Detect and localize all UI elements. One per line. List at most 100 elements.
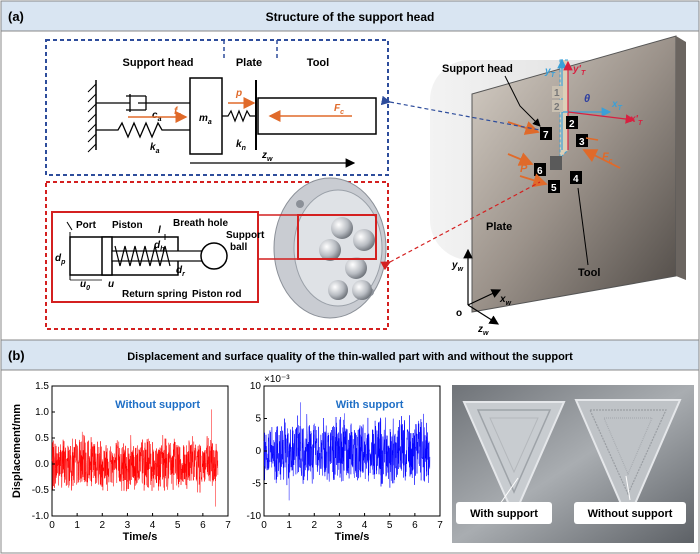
x-tick-label: 1 xyxy=(286,520,292,531)
y-tick-label: 10 xyxy=(250,381,262,392)
cylinder-connector xyxy=(380,181,541,271)
dim-dh: dh xyxy=(154,240,164,253)
x-tick-label: 4 xyxy=(362,520,368,531)
signal-trace xyxy=(51,409,219,507)
x-tick-label: 1 xyxy=(74,520,80,531)
yT-label: yT xyxy=(544,66,556,79)
ground-wall xyxy=(87,80,97,153)
model-connector xyxy=(380,95,541,131)
header-b xyxy=(0,339,700,371)
mass-label: ma xyxy=(199,113,212,126)
x-tick-label: 0 xyxy=(261,520,267,531)
marker-2b: 2 xyxy=(569,119,575,130)
support-head-leader xyxy=(504,75,541,127)
x-tick-label: 7 xyxy=(437,520,443,531)
theta-label: θ xyxy=(584,93,590,105)
xw-label: xw xyxy=(499,294,512,307)
pressure-label: p xyxy=(235,88,242,99)
marker-7: 7 xyxy=(543,130,549,141)
support-head-render xyxy=(258,177,387,319)
tool-tip xyxy=(550,156,562,170)
spring-label: ka xyxy=(150,142,160,155)
assembly-plate-label: Plate xyxy=(486,221,512,233)
series-annotation: Without support xyxy=(115,399,200,411)
x-tick-label: 5 xyxy=(175,520,181,531)
y-tick-label: 1.5 xyxy=(35,381,49,392)
tool-leader xyxy=(577,187,589,266)
x-tick-label: 6 xyxy=(412,520,418,531)
model-support-head-label: Support head xyxy=(123,57,194,69)
marker-6: 6 xyxy=(537,166,543,177)
x-tick-label: 3 xyxy=(337,520,343,531)
marker-1: 1 xyxy=(554,88,560,99)
damper-element xyxy=(96,94,190,112)
cutting-Fc-label: Fc xyxy=(602,151,613,165)
dim-u0: u0 xyxy=(80,279,90,292)
photo-without-support-label: Without support xyxy=(588,508,673,520)
x-axis-label: Time/s xyxy=(123,531,158,543)
return-spring-label: Return spring xyxy=(122,289,188,300)
xT2-axis xyxy=(567,111,636,124)
piston-label: Piston xyxy=(112,220,143,231)
number-markers: 1 2 2 3 4 5 6 7 xyxy=(534,86,588,194)
contact-spring-label: kn xyxy=(236,139,246,152)
signal-trace xyxy=(263,402,431,501)
marker-2a: 2 xyxy=(554,102,560,113)
dim-dp: dp xyxy=(55,253,66,266)
x-tick-label: 5 xyxy=(387,520,393,531)
header-a xyxy=(0,0,700,32)
cutting-force-label: Fc xyxy=(334,103,344,116)
yT2-label: y'T xyxy=(572,64,586,77)
x-axis-label: Time/s xyxy=(335,531,370,543)
cylinder-schematic xyxy=(66,221,207,280)
panel-b-title: Displacement and surface quality of the … xyxy=(127,351,573,363)
origin-label: o xyxy=(456,308,462,319)
y-scale-label: ×10⁻³ xyxy=(264,374,290,385)
y-tick-label: -0.5 xyxy=(32,485,50,496)
support-ball-shape xyxy=(200,242,228,270)
pressure-P-label: P xyxy=(520,163,528,175)
series-annotation: With support xyxy=(336,399,404,411)
damper-label: ca xyxy=(152,110,162,123)
dim-dr: dr xyxy=(176,265,186,278)
zw-axis-label: zw xyxy=(261,150,273,163)
x-tick-label: 0 xyxy=(49,520,55,531)
x-tick-label: 6 xyxy=(200,520,206,531)
zw-axis xyxy=(467,304,500,325)
assembly-tool-label: Tool xyxy=(578,267,600,279)
port-label: Port xyxy=(76,220,97,231)
yw-label: yw xyxy=(451,260,464,273)
y-tick-label: 5 xyxy=(255,414,261,425)
marker-3: 3 xyxy=(579,137,585,148)
panel-a-tag: (a) xyxy=(8,9,24,24)
dim-u: u xyxy=(108,279,114,290)
y-axis-label: Displacement/mm xyxy=(11,404,23,498)
x-tick-label: 2 xyxy=(100,520,106,531)
panel-a-title: Structure of the support head xyxy=(266,10,435,24)
x-tick-label: 4 xyxy=(150,520,156,531)
support-ball-label-1: Support xyxy=(226,230,265,241)
xT2-label: x'T xyxy=(629,114,643,127)
piston-rod-label: Piston rod xyxy=(192,289,241,300)
zw-label: zw xyxy=(477,324,489,337)
assembly-support-head-label: Support head xyxy=(442,63,513,75)
x-tick-label: 3 xyxy=(125,520,131,531)
y-tick-label: -1.0 xyxy=(32,511,50,522)
marker-4: 4 xyxy=(573,174,579,185)
xw-axis xyxy=(467,289,502,306)
spring-element xyxy=(96,121,190,139)
y-tick-label: 0.5 xyxy=(35,433,49,444)
support-ball-label-2: ball xyxy=(230,242,247,253)
support-force-label: fs xyxy=(174,106,181,119)
xT-label: xT xyxy=(611,99,623,112)
model-plate-label: Plate xyxy=(236,57,262,69)
x-tick-label: 7 xyxy=(225,520,231,531)
y-tick-label: -10 xyxy=(247,511,262,522)
y-tick-label: -5 xyxy=(252,479,261,490)
y-tick-label: 0.0 xyxy=(35,459,49,470)
contact-spring xyxy=(222,109,256,123)
